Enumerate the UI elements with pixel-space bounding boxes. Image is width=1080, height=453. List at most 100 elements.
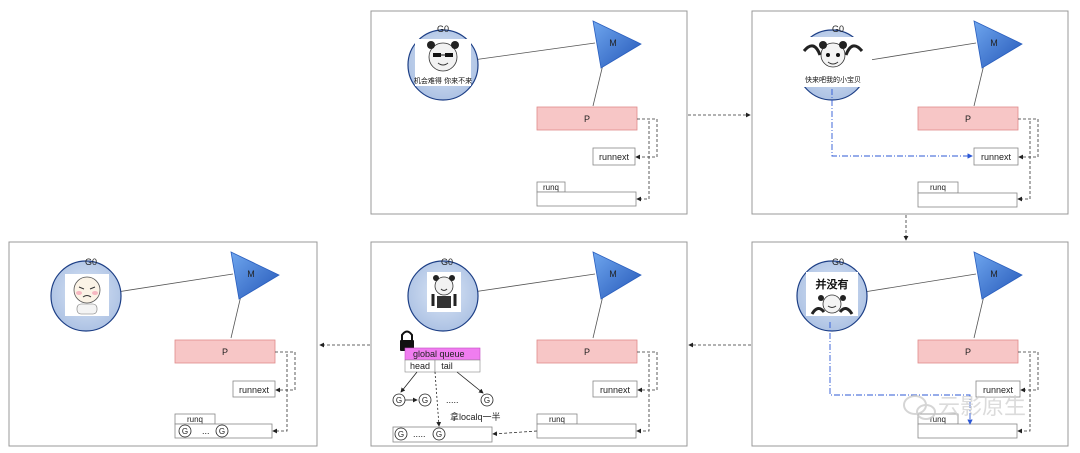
runnext-box xyxy=(232,380,276,398)
runnext-label: runnext xyxy=(981,152,1012,162)
g-node xyxy=(418,393,432,407)
p-box xyxy=(174,339,276,364)
g-node-label: G xyxy=(398,430,404,439)
take-half-arrow xyxy=(434,371,442,427)
g0-m-link xyxy=(863,273,977,293)
g0-label: G0 xyxy=(832,257,844,267)
m-label: M xyxy=(990,38,998,48)
m-label: M xyxy=(609,269,617,279)
runnext-box xyxy=(973,147,1019,166)
g-node-label: G xyxy=(219,427,225,436)
runq-label: runq xyxy=(549,415,565,424)
p-label: P xyxy=(584,114,590,124)
p-label: P xyxy=(222,347,228,357)
runq-box xyxy=(536,191,637,207)
runq-label: runq xyxy=(543,183,559,192)
runnext-label: runnext xyxy=(239,385,270,395)
p-runq-connector xyxy=(272,354,288,434)
runnext-box xyxy=(592,380,638,398)
g0-label: G0 xyxy=(85,257,97,267)
g-node xyxy=(432,427,446,441)
p-box xyxy=(917,339,1019,364)
m-triangle xyxy=(230,251,280,300)
g0-to-runnext-dashdot xyxy=(831,89,973,159)
m-triangle xyxy=(592,251,642,300)
face-caption: 机会难得 你来不来 xyxy=(414,76,472,85)
g0-m-link xyxy=(116,273,234,293)
g-node-label: G xyxy=(182,427,188,436)
runnext-label: runnext xyxy=(983,385,1014,395)
runq-box xyxy=(917,192,1018,208)
runq-label: runq xyxy=(187,415,203,424)
watermark: 云影原生 xyxy=(903,395,1026,420)
p-box xyxy=(917,106,1019,131)
g0-m-link xyxy=(472,42,596,61)
p-runnext-connector xyxy=(275,351,296,393)
face-caption: 并没有 xyxy=(816,277,849,291)
p-label: P xyxy=(965,114,971,124)
p-runnext-connector xyxy=(1018,351,1039,393)
m-triangle xyxy=(973,251,1023,300)
meme-face-sad-icon xyxy=(65,274,109,316)
panel-1: G0 机会难得 你来不来 M P runnext runq xyxy=(370,10,688,215)
g-node xyxy=(394,427,408,441)
runq-box xyxy=(536,423,637,439)
meme-face-smirk-icon: 并没有 xyxy=(806,272,858,316)
meme-face-sunglasses-icon: 机会难得 你来不来 xyxy=(414,39,472,86)
p-box xyxy=(536,106,638,131)
panel-2: G0 快来吧我的小宝贝 M P runnext runq xyxy=(751,10,1069,215)
panel-5: G0 M P runnext runq G ... G xyxy=(8,241,318,447)
m-label: M xyxy=(609,38,617,48)
g0-label: G0 xyxy=(441,257,453,267)
g0-to-runq-dashdot xyxy=(829,322,973,425)
g-node xyxy=(215,424,229,438)
g0-label: G0 xyxy=(437,24,449,34)
global-queue-label: global queue xyxy=(413,349,465,359)
meme-face-stretching-icon xyxy=(427,272,461,312)
m-label: M xyxy=(990,269,998,279)
p-runnext-connector xyxy=(1018,118,1039,160)
runq-to-local-queue-arrow xyxy=(492,430,538,437)
g0-m-link xyxy=(869,42,977,61)
p-box xyxy=(536,339,638,364)
g-node xyxy=(178,424,192,438)
watermark-text: 云影原生 xyxy=(938,395,1026,420)
g0-label: G0 xyxy=(832,24,844,34)
g-node-label: G xyxy=(436,430,442,439)
p-runq-connector xyxy=(1017,354,1031,434)
wechat-icon xyxy=(903,395,936,420)
p-runq-connector xyxy=(636,354,650,434)
runq-label: runq xyxy=(930,183,946,192)
meme-face-hugging-icon: 快来吧我的小宝贝 xyxy=(794,37,872,87)
g-node-label: G xyxy=(484,396,490,405)
p-label: P xyxy=(584,347,590,357)
queue-ellipsis: ... xyxy=(202,426,210,436)
g-node-label: G xyxy=(396,396,402,405)
runnext-label: runnext xyxy=(599,152,630,162)
p-runnext-connector xyxy=(637,351,658,393)
tail-label: tail xyxy=(441,361,453,371)
runq-label: runq xyxy=(930,415,946,424)
g-node-label: G xyxy=(422,396,428,405)
g-node xyxy=(480,393,494,407)
face-caption: 快来吧我的小宝贝 xyxy=(805,75,861,84)
runnext-label: runnext xyxy=(600,385,631,395)
tail-to-g-arrow xyxy=(456,371,484,394)
p-runnext-connector xyxy=(635,118,658,160)
head-to-g-arrow xyxy=(400,371,418,393)
ellipsis: ..... xyxy=(446,395,459,405)
m-label: M xyxy=(247,269,255,279)
p-label: P xyxy=(965,347,971,357)
head-label: head xyxy=(410,361,430,371)
take-half-label: 拿localq一半 xyxy=(450,411,501,422)
m-triangle xyxy=(592,20,642,69)
queue-ellipsis: ..... xyxy=(413,429,426,439)
runnext-box xyxy=(975,380,1021,398)
g0-m-link xyxy=(472,273,596,293)
panel-4: G0 M P runnext runq global queue head ta xyxy=(370,241,688,447)
p-runq-connector xyxy=(636,121,650,202)
runq-box xyxy=(917,423,1018,439)
runnext-box xyxy=(592,147,636,166)
p-runq-connector xyxy=(1017,121,1031,202)
